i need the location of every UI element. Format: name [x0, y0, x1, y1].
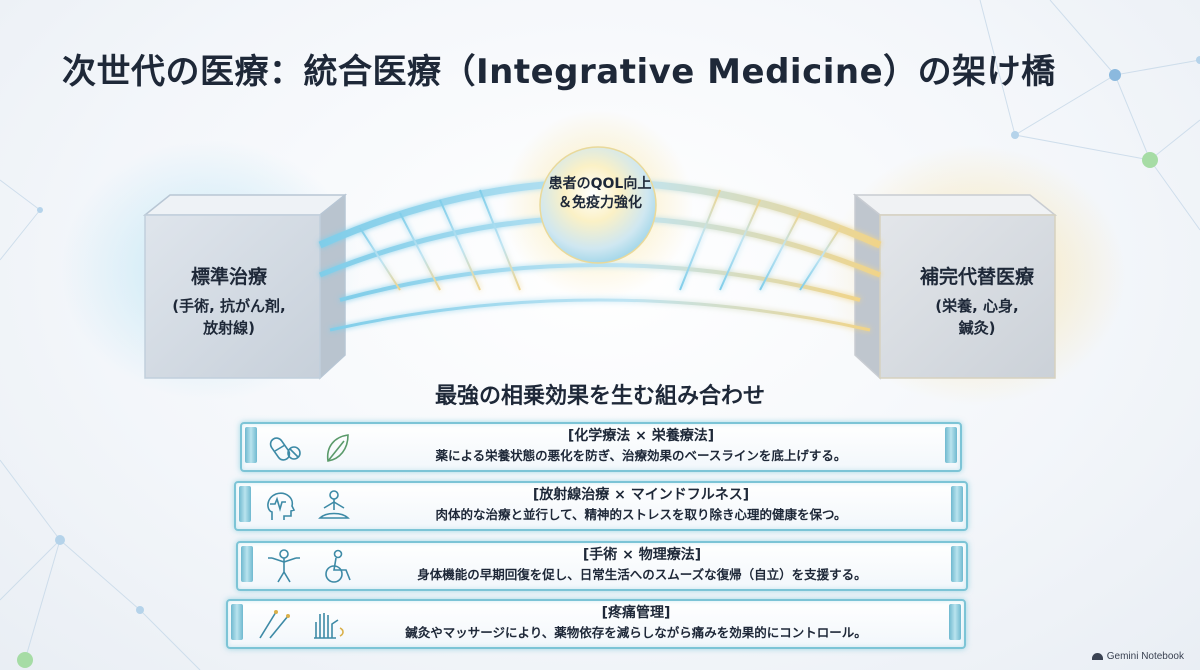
combination-row-radiation-mindfulness: [放射線治療 × マインドフルネス] 肉体的な治療と並行して、精神的ストレスを取…: [234, 481, 968, 531]
page-title: 次世代の医療：統合医療（Integrative Medicine）の架け橋: [62, 52, 1056, 92]
head-pulse-icon: [267, 492, 296, 520]
qol-goal-line2: ＆免疫力強化: [558, 195, 642, 211]
combination-row-pain-management: [疼痛管理] 鍼灸やマッサージにより、薬物依存を減らしながら痛みを効果的にコント…: [226, 599, 966, 649]
wheelchair-icon: [325, 549, 351, 583]
section-heading: 最強の相乗効果を生む組み合わせ: [434, 384, 765, 409]
combination-row-chemo-nutrition: [化学療法 × 栄養療法] 薬による栄養状態の悪化を防ぎ、治療効果のベースライン…: [240, 422, 962, 472]
combination-description: 薬による栄養状態の悪化を防ぎ、治療効果のベースラインを底上げする。: [435, 448, 847, 463]
combination-title: [疼痛管理]: [601, 605, 671, 621]
acupuncture-needles-icon: [259, 610, 290, 639]
combination-title: [化学療法 × 栄養療法]: [567, 428, 715, 444]
qol-goal-orb: [539, 146, 657, 264]
qol-goal-line1: 患者のQOL向上: [548, 176, 652, 192]
complementary-medicine-detail: (栄養, 心身, 鍼灸): [935, 297, 1019, 337]
combination-title: [手術 × 物理療法]: [582, 547, 702, 563]
brand-logo-icon: [1091, 653, 1103, 660]
combination-description: 肉体的な治療と並行して、精神的ストレスを取り除き心理的健康を保つ。: [435, 507, 847, 522]
complementary-medicine-label: 補完代替医療 (栄養, 心身, 鍼灸): [898, 262, 1056, 339]
combination-description: 鍼灸やマッサージにより、薬物依存を減らしながら痛みを効果的にコントロール。: [405, 625, 867, 640]
leaf-icon: [326, 434, 349, 462]
standard-treatment-pillar: [142, 193, 348, 380]
brand-watermark: Gemini Notebook: [1091, 651, 1184, 662]
massage-hand-icon: [314, 613, 344, 639]
qol-goal-label: 患者のQOL向上 ＆免疫力強化: [520, 175, 680, 213]
combination-description: 身体機能の早期回復を促し、日常生活へのスムーズな復帰（自立）を支援する。: [417, 567, 867, 582]
brand-name: Gemini Notebook: [1106, 651, 1184, 662]
meditation-icon: [318, 490, 350, 519]
standard-treatment-title: 標準治療: [190, 266, 267, 288]
combination-row-surgery-physiotherapy: [手術 × 物理療法] 身体機能の早期回復を促し、日常生活へのスムーズな復帰（自…: [236, 541, 968, 591]
complementary-medicine-title: 補完代替医療: [919, 266, 1034, 288]
combination-title: [放射線治療 × マインドフルネス]: [532, 487, 750, 503]
pills-icon: [269, 437, 301, 461]
standard-treatment-detail: (手術, 抗がん剤, 放射線): [172, 297, 286, 337]
body-stretch-icon: [268, 549, 300, 583]
standard-treatment-label: 標準治療 (手術, 抗がん剤, 放射線): [148, 262, 310, 339]
